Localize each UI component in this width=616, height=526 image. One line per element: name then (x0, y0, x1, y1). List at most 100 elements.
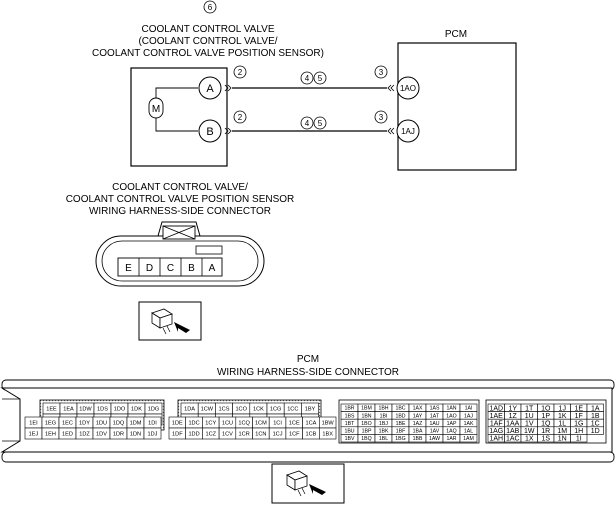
callout-3-bottom: 3 (374, 110, 388, 124)
pcm-pin-label: 1AC (506, 436, 520, 443)
pcm-pin-label: 1N (558, 436, 567, 443)
pcm-terminal-1aj-label: 1AJ (401, 127, 415, 136)
pcm-pin-label: 1BE (396, 421, 406, 427)
pcm-pin-label: 1AS (430, 406, 440, 412)
pcm-pin-label: 1AH (489, 436, 503, 443)
pcm-pin-cell (318, 427, 337, 440)
pcm-pin-label: 1BR (344, 406, 354, 412)
pcm-pin-label: 1AL (464, 428, 473, 434)
pcm-pin-label: 1BQ (361, 436, 371, 442)
pcm-pin-label: 1CM (255, 421, 267, 427)
pcm-pin-label: 1L (558, 421, 566, 428)
pcm-pin-label: 1CW (201, 407, 214, 413)
pcm-pin-label: 1E (574, 405, 583, 412)
pcm-pin-label: 1O (541, 405, 551, 412)
pcm-label: PCM (445, 29, 467, 40)
valve-connector-title-2: COOLANT CONTROL VALVE POSITION SENSOR (66, 194, 295, 205)
svg-text:2: 2 (238, 113, 243, 122)
pcm-pin-label: 1CO (235, 407, 247, 413)
valve-pin-e: E (125, 263, 132, 274)
pcm-pin-label: 1Z (509, 413, 518, 420)
motor-icon (148, 97, 164, 119)
pcm-pin-label: 1CB (306, 432, 317, 438)
pcm-pin-label: 1G (574, 421, 583, 428)
pcm-pin-label: 1AY (413, 413, 423, 419)
pcm-pin-label: 1BL (379, 436, 388, 442)
pcm-pin-label: 1DQ (113, 421, 125, 427)
pcm-pin-label: 1AE (490, 413, 504, 420)
pcm-terminal-1ao (396, 76, 420, 100)
pcm-pin-label: 1BU (344, 428, 354, 434)
pcm-pin-label: 1M (557, 428, 567, 435)
pcm-pin-label: 1BX (322, 432, 333, 438)
valve-connector-title-3: WIRING HARNESS-SIDE CONNECTOR (89, 206, 271, 217)
pcm-pin-label: 1DY (79, 421, 90, 427)
pcm-pin-label: 1BK (379, 428, 389, 434)
pcm-connector-pins: 1EE1EA1DW1DS1DO1DK1DG1EF1EB1DX1DT1DP1DL1… (24, 402, 604, 443)
pcm-pin-label: 1EI (29, 421, 38, 427)
pcm-connector-title-2: WIRING HARNESS-SIDE CONNECTOR (217, 367, 399, 378)
pcm-pin-cell (459, 434, 478, 443)
pcm-connector-title-1: PCM (297, 354, 319, 365)
pcm-pin-label: 1BN (361, 413, 371, 419)
pcm-pin-label: 1EE (46, 407, 57, 413)
pcm-pin-label: 1AB (506, 428, 520, 435)
callout-5-bottom: 5 (313, 116, 327, 130)
pcm-pin-label: 1DE (172, 421, 183, 427)
pcm-pin-label: 1AJ (464, 413, 473, 419)
view-direction-icon (138, 301, 202, 341)
pcm-pin-label: 1S (541, 436, 550, 443)
pcm-pin-label: 1EA (63, 407, 74, 413)
valve-pin-d: D (146, 263, 153, 274)
terminal-a (198, 76, 222, 100)
pcm-pin-label: 1AN (446, 406, 456, 412)
pcm-pin-label: 1AQ (446, 428, 456, 434)
connector-chevrons-right (387, 84, 395, 135)
pcm-pin-label: 1AV (430, 428, 440, 434)
pcm-pin-label: 1P (541, 413, 550, 420)
pcm-pin-label: 1DW (79, 407, 92, 413)
pcm-pin-label: 1DI (148, 421, 157, 427)
svg-text:6: 6 (208, 3, 213, 12)
pcm-pin-label: 1DU (96, 421, 107, 427)
pcm-pin-label: 1BC (395, 406, 405, 412)
pcm-pin-label: 1EG (45, 421, 56, 427)
pcm-pin-label: 1CU (222, 421, 233, 427)
pcm-pin-label: 1K (558, 413, 567, 420)
pcm-pin-label: 1CJ (273, 432, 283, 438)
pcm-pin-label: 1BF (396, 428, 406, 434)
component-title-line-1: COOLANT CONTROL VALVE (142, 24, 275, 35)
pcm-pin-label: 1AZ (413, 421, 423, 427)
pcm-box (397, 42, 517, 171)
pcm-pin-label: 1AM (463, 436, 474, 442)
pcm-pin-label: 1BV (345, 436, 355, 442)
pcm-pin-label: 1AI (465, 406, 473, 412)
pcm-pin-label: 1H (574, 428, 583, 435)
pcm-pin-cell (586, 426, 604, 435)
pcm-pin-label: 1DA (184, 407, 195, 413)
pcm-pin-label: 1CC (287, 407, 298, 413)
pcm-pin-label: 1EH (45, 432, 56, 438)
terminal-a-label: A (206, 83, 214, 95)
pcm-pin-label: 1DR (113, 432, 124, 438)
pcm-pin-label: 1DO (114, 407, 126, 413)
pcm-pin-label: 1AK (464, 421, 474, 427)
pcm-pin-label: 1BT (345, 421, 355, 427)
pcm-pin-label: 1DJ (148, 432, 158, 438)
pcm-pin-label: 1R (541, 428, 550, 435)
pcm-pin-label: 1CN (255, 432, 266, 438)
callout-2-bottom: 2 (233, 110, 247, 124)
callout-2-top: 2 (233, 65, 247, 79)
callout-3-top: 3 (374, 65, 388, 79)
pcm-pin-label: 1DZ (79, 432, 90, 438)
pcm-pin-label: 1CQ (238, 421, 250, 427)
pcm-pin-label: 1CK (253, 407, 264, 413)
pcm-pin-label: 1T (525, 405, 534, 412)
svg-text:2: 2 (238, 68, 243, 77)
pcm-pin-cell (143, 427, 162, 440)
pcm-pin-cell (570, 434, 588, 443)
callout-4-bottom: 4 (300, 116, 314, 130)
pcm-pin-label: 1AR (446, 436, 456, 442)
svg-text:3: 3 (379, 113, 384, 122)
